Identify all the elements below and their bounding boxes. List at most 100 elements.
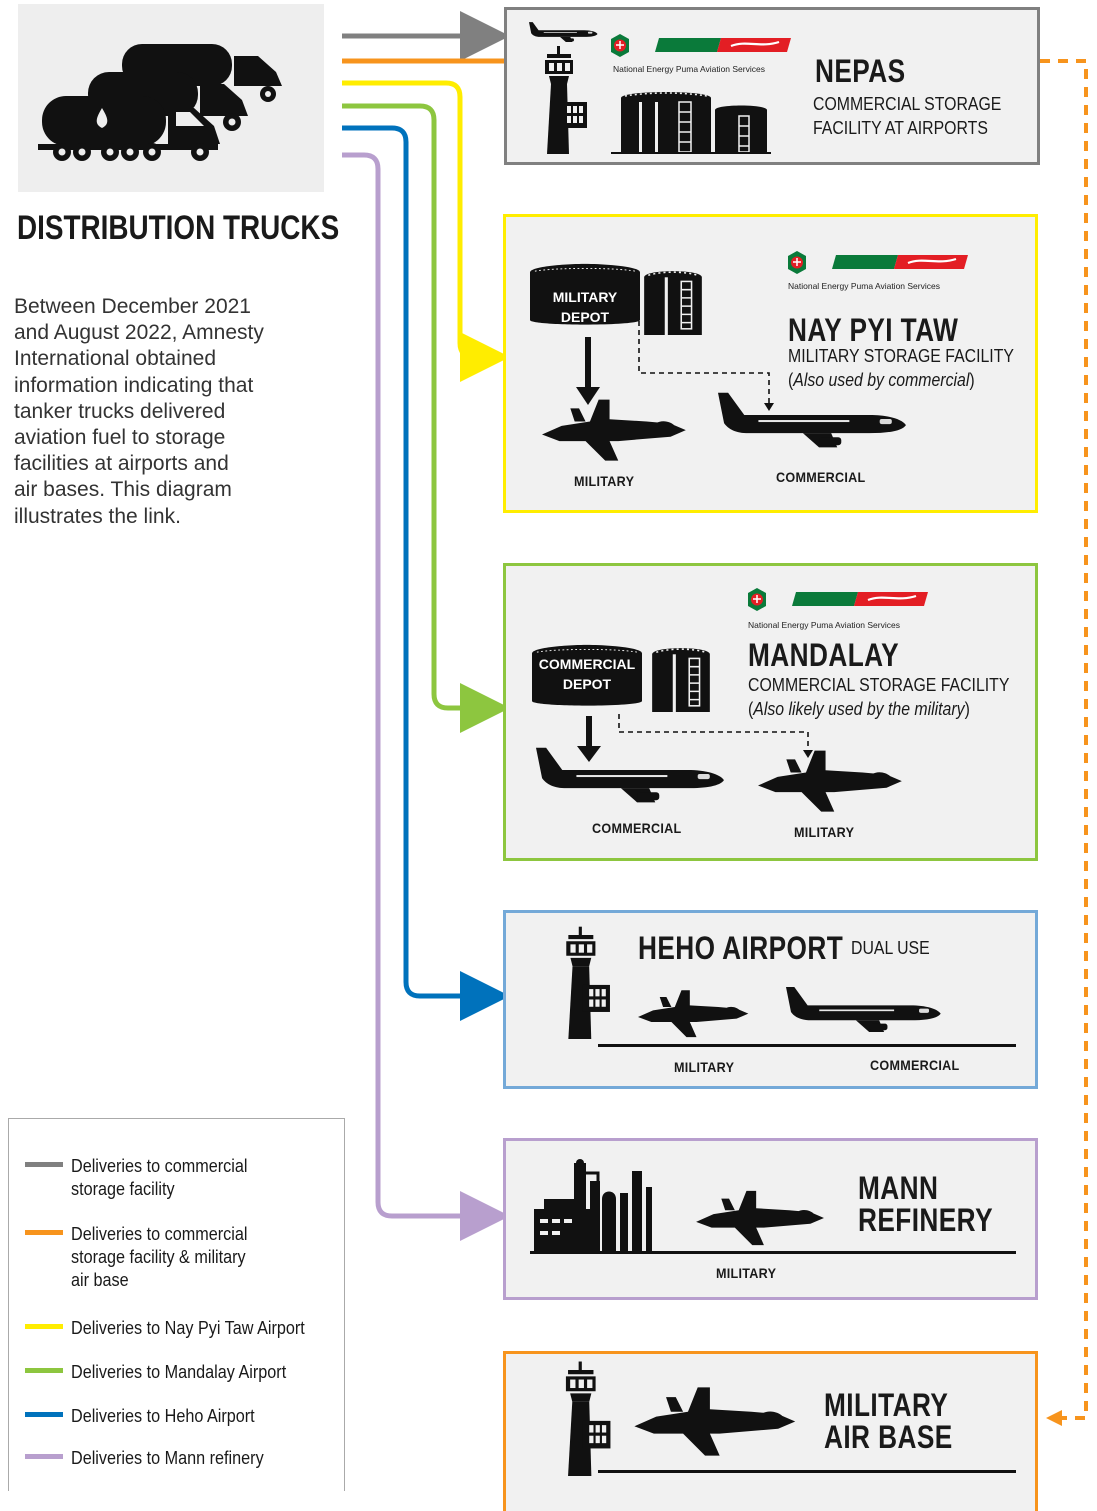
mandalay-right-caption: MILITARY <box>794 824 855 840</box>
puma-logo-icon <box>746 586 930 613</box>
legend-swatch <box>25 1368 63 1373</box>
connector-yellow <box>342 80 510 382</box>
legend-swatch <box>25 1162 63 1167</box>
puma-logo-icon <box>609 32 793 59</box>
depot-label-line1: COMMERCIAL <box>538 656 636 672</box>
heho-right-caption: COMMERCIAL <box>870 1057 960 1073</box>
heho-title: HEHO AIRPORT <box>638 930 844 966</box>
nepas-subtitle-line2: FACILITY AT AIRPORTS <box>813 118 988 138</box>
airbase-title-line2: AIR BASE <box>824 1419 953 1455</box>
mandalay-note-text: Also likely used by the military <box>753 699 965 719</box>
naypyitaw-right-caption: COMMERCIAL <box>776 469 866 485</box>
nepas-panel: National Energy Puma Aviation Services N… <box>504 7 1040 165</box>
legend-item-commercial-military: Deliveries to commercial storage facilit… <box>25 1223 267 1292</box>
storage-tanks-icon <box>611 92 771 154</box>
airliner-icon <box>786 987 941 1032</box>
description-line: information indicating that <box>14 373 254 397</box>
runway-line <box>598 1044 1016 1047</box>
military-depot-label: MILITARY DEPOT <box>530 287 640 327</box>
mann-caption: MILITARY <box>716 1265 777 1281</box>
legend-swatch <box>25 1230 63 1235</box>
heho-panel: HEHO AIRPORT DUAL USE MILITARY COMMERCIA… <box>503 910 1038 1089</box>
mandalay-title: MANDALAY <box>748 637 900 673</box>
description-line: aviation fuel to storage <box>14 426 226 450</box>
mandalay-note: (Also likely used by the military) <box>748 699 970 719</box>
connector-purple <box>342 152 510 1241</box>
source-title: DISTRIBUTION TRUCKS <box>17 209 340 247</box>
legend-label-line: Deliveries to commercial <box>71 1156 248 1176</box>
legend-swatch <box>25 1454 63 1459</box>
source-description: Between December 2021 and August 2022, A… <box>14 294 264 530</box>
mann-title-line1: MANN <box>858 1170 939 1206</box>
nepas-subtitle-line1: COMMERCIAL STORAGE <box>813 94 1002 114</box>
refinery-icon <box>534 1159 652 1253</box>
trucks-image-box <box>18 4 324 192</box>
connector-orange-dashed <box>1040 59 1088 1420</box>
depot-label-line2: DEPOT <box>562 676 612 692</box>
legend-label: Deliveries to Mandalay Airport <box>71 1362 287 1382</box>
legend-item-mandalay: Deliveries to Mandalay Airport <box>25 1361 310 1384</box>
legend-item-mann: Deliveries to Mann refinery <box>25 1447 285 1470</box>
fighter-jet-icon <box>542 399 686 461</box>
legend-label-line: air base <box>71 1270 129 1290</box>
description-line: International obtained <box>14 347 216 371</box>
legend-label-line: Deliveries to commercial <box>71 1224 248 1244</box>
mann-panel: MANN REFINERY MILITARY <box>503 1138 1038 1300</box>
naypyitaw-note: (Also used by commercial) <box>788 370 975 390</box>
legend: Deliveries to commercial storage facilit… <box>8 1118 345 1491</box>
logo-tagline: National Energy Puma Aviation Services <box>748 620 900 630</box>
runway-line <box>598 1470 1016 1473</box>
supply-arrows <box>577 714 813 762</box>
airliner-icon <box>536 747 724 803</box>
depot-label-line1: MILITARY <box>552 289 618 305</box>
nepas-title: NEPAS <box>815 53 906 89</box>
legend-swatch <box>25 1324 63 1329</box>
airliner-icon <box>718 392 906 448</box>
legend-swatch <box>25 1412 63 1417</box>
legend-label-line: storage facility & military <box>71 1247 246 1267</box>
mandalay-left-caption: COMMERCIAL <box>592 820 682 836</box>
heho-left-caption: MILITARY <box>674 1059 735 1075</box>
connector-blue <box>342 125 510 1021</box>
fighter-jet-icon <box>638 990 749 1038</box>
runway-line <box>530 1251 1016 1254</box>
depot-label-line2: DEPOT <box>560 309 610 325</box>
description-line: facilities at airports and <box>14 452 229 476</box>
mandalay-panel: COMMERCIAL DEPOT National Energy Puma Av… <box>503 563 1038 861</box>
tanker-trucks-icon <box>38 44 282 161</box>
naypyitaw-panel: MILITARY DEPOT National Energy Puma Avia… <box>503 214 1038 513</box>
legend-item-naypyitaw: Deliveries to Nay Pyi Taw Airport <box>25 1317 331 1340</box>
airbase-panel: MILITARY AIR BASE <box>503 1351 1038 1511</box>
legend-item-commercial: Deliveries to commercial storage facilit… <box>25 1155 267 1201</box>
description-line: air bases. This diagram <box>14 478 232 502</box>
logo-tagline: National Energy Puma Aviation Services <box>613 64 765 74</box>
legend-label: Deliveries to commercial storage facilit… <box>71 1155 247 1201</box>
logo-tagline: National Energy Puma Aviation Services <box>788 281 940 291</box>
mandalay-subtitle: COMMERCIAL STORAGE FACILITY <box>748 675 1010 695</box>
mann-title-line2: REFINERY <box>858 1202 993 1238</box>
supply-arrows <box>576 321 774 411</box>
puma-logo-icon <box>786 249 970 276</box>
control-tower-icon <box>565 1361 611 1476</box>
connector-green <box>342 103 510 733</box>
naypyitaw-subtitle: MILITARY STORAGE FACILITY <box>788 346 1014 366</box>
naypyitaw-note-text: Also used by commercial <box>793 370 970 390</box>
naypyitaw-left-caption: MILITARY <box>574 473 635 489</box>
legend-label: Deliveries to Nay Pyi Taw Airport <box>71 1318 305 1338</box>
heho-tag: DUAL USE <box>851 938 930 958</box>
description-line: Between December 2021 <box>14 295 251 318</box>
description-line: tanker trucks delivered <box>14 399 226 423</box>
naypyitaw-title: NAY PYI TAW <box>788 312 959 348</box>
legend-label: Deliveries to Heho Airport <box>71 1406 255 1426</box>
arrow-orange-airbase <box>1046 1410 1062 1426</box>
legend-label: Deliveries to Mann refinery <box>71 1448 264 1468</box>
legend-label: Deliveries to commercial storage facilit… <box>71 1223 247 1292</box>
control-tower-icon <box>545 46 587 154</box>
airliner-icon <box>529 22 598 43</box>
legend-item-heho: Deliveries to Heho Airport <box>25 1405 275 1428</box>
control-tower-icon <box>566 926 610 1039</box>
fighter-jet-icon <box>696 1190 824 1246</box>
description-line: and August 2022, Amnesty <box>14 321 264 345</box>
commercial-depot-label: COMMERCIAL DEPOT <box>532 654 642 694</box>
